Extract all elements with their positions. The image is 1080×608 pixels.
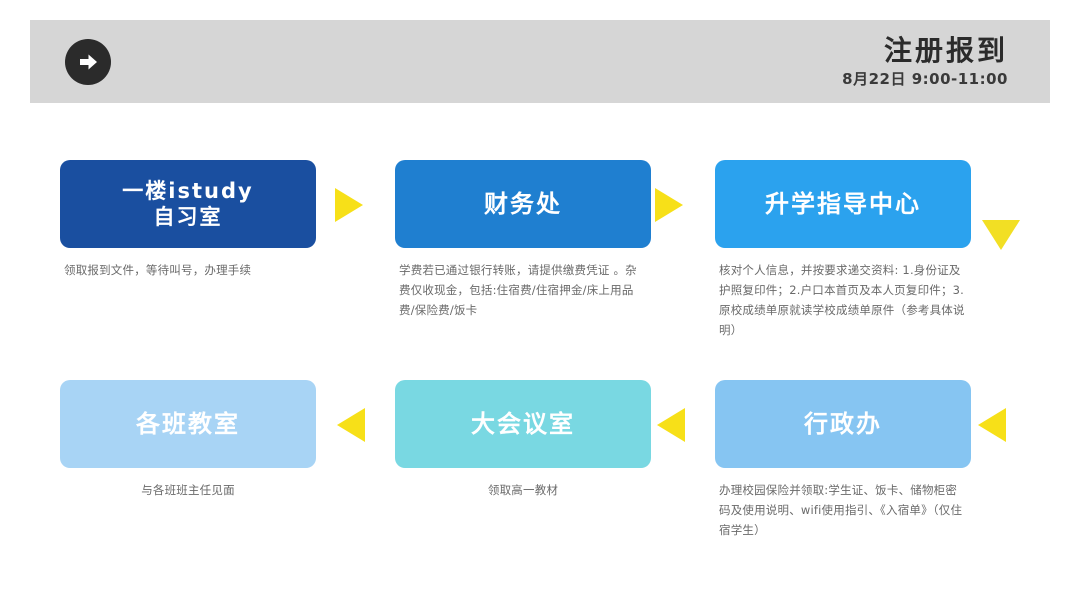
arrow-right-icon-1 xyxy=(335,188,363,222)
arrow-right-icon-2 xyxy=(655,188,683,222)
step-card-istudy-line2: 自习室 xyxy=(153,205,223,229)
step-caption-admin-office: 办理校园保险并领取:学生证、饭卡、储物柜密码及使用说明、wifi使用指引、《入宿… xyxy=(719,483,963,538)
flow-step-5: 大会议室 领取高一教材 xyxy=(395,380,651,500)
arrow-left-icon-3 xyxy=(978,408,1006,442)
flow-step-3: 升学指导中心 核对个人信息，并按要求递交资料: 1.身份证及护照复印件；2.户口… xyxy=(715,160,971,341)
step-card-admissions-center-label: 升学指导中心 xyxy=(765,190,921,218)
step-caption-istudy: 领取报到文件，等待叫号，办理手续 xyxy=(64,263,252,277)
header-text-group: 注册报到 8月22日 9:00-11:00 xyxy=(842,33,1008,88)
step-card-finance-label: 财务处 xyxy=(484,190,562,218)
flow-step-1: 一楼istudy 自习室 领取报到文件，等待叫号，办理手续 xyxy=(60,160,316,280)
arrow-right-circle-icon xyxy=(65,38,111,85)
step-caption-conference-room: 领取高一教材 xyxy=(487,483,559,497)
step-card-istudy-line1: 一楼istudy xyxy=(122,178,254,203)
header-bar: 注册报到 8月22日 9:00-11:00 xyxy=(30,20,1050,103)
page-subtitle-datetime: 8月22日 9:00-11:00 xyxy=(842,69,1008,88)
flow-row-2: 各班教室 与各班班主任见面 大会议室 领取高一教材 行政办 办理校园保险并领取:… xyxy=(0,380,1080,600)
step-card-finance[interactable]: 财务处 xyxy=(395,160,651,248)
step-card-conference-room[interactable]: 大会议室 xyxy=(395,380,651,468)
flow-diagram: 一楼istudy 自习室 领取报到文件，等待叫号，办理手续 财务处 学费若已通过… xyxy=(0,160,1080,600)
arrow-left-icon-1 xyxy=(337,408,365,442)
step-card-admin-office[interactable]: 行政办 xyxy=(715,380,971,468)
flow-row-1: 一楼istudy 自习室 领取报到文件，等待叫号，办理手续 财务处 学费若已通过… xyxy=(0,160,1080,380)
step-caption-finance: 学费若已通过银行转账，请提供缴费凭证 。杂费仅收现金，包括:住宿费/住宿押金/床… xyxy=(399,263,637,318)
page-title: 注册报到 xyxy=(883,33,1008,67)
step-card-classrooms[interactable]: 各班教室 xyxy=(60,380,316,468)
arrow-left-icon-2 xyxy=(657,408,685,442)
step-caption-classrooms: 与各班班主任见面 xyxy=(141,483,235,497)
step-card-admissions-center[interactable]: 升学指导中心 xyxy=(715,160,971,248)
arrow-down-icon xyxy=(982,220,1020,250)
flow-step-4: 行政办 办理校园保险并领取:学生证、饭卡、储物柜密码及使用说明、wifi使用指引… xyxy=(715,380,971,540)
flow-step-6: 各班教室 与各班班主任见面 xyxy=(60,380,316,500)
step-card-istudy[interactable]: 一楼istudy 自习室 xyxy=(60,160,316,248)
step-caption-admissions-center: 核对个人信息，并按要求递交资料: 1.身份证及护照复印件；2.户口本首页及本人页… xyxy=(719,263,965,338)
flow-step-2: 财务处 学费若已通过银行转账，请提供缴费凭证 。杂费仅收现金，包括:住宿费/住宿… xyxy=(395,160,651,320)
step-card-classrooms-label: 各班教室 xyxy=(136,410,240,438)
step-card-admin-office-label: 行政办 xyxy=(804,410,882,438)
step-card-conference-room-label: 大会议室 xyxy=(471,410,575,438)
